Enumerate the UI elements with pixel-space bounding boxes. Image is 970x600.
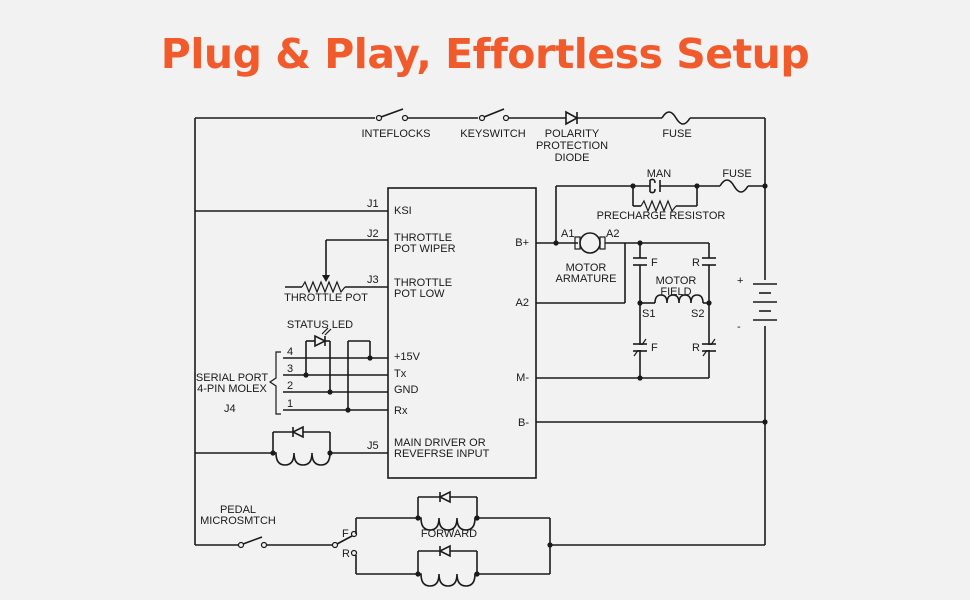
serial-port-label-2: 4-PIN MOLEX <box>197 383 267 395</box>
forward-label: FORWARD <box>421 528 477 540</box>
diode-label-3: DIODE <box>555 152 590 164</box>
pin-3-label: 3 <box>287 363 293 375</box>
interlocks-label: INTEFLOCKS <box>361 128 430 140</box>
a2-terminal-label: A2 <box>516 297 529 309</box>
forward-f-label: F <box>342 528 349 540</box>
f-upper-label: F <box>651 257 658 269</box>
tx-label: Tx <box>394 368 407 380</box>
a1-label: A1 <box>561 228 574 240</box>
main-driver-label-1: MAIN DRIVER OR <box>394 437 486 449</box>
armature-label-2: ARMATURE <box>556 273 617 285</box>
top-line-labels: INTEFLOCKS KEYSWITCH POLARITY PROTECTION… <box>361 128 691 164</box>
r-upper-label: R <box>692 257 700 269</box>
battery-plus-label: + <box>737 275 743 287</box>
diode-label-1: POLARITY <box>545 128 600 140</box>
gnd-label: GND <box>394 384 419 396</box>
pedal-label-2: MICROSMTCH <box>200 515 276 527</box>
field-label-1: MOTOR <box>656 275 697 287</box>
field-label-2: FIELD <box>660 286 691 298</box>
bottom-wiring <box>195 490 765 587</box>
motor-labels: MAN FUSE PRECHARGE RESISTOR A1 A2 MOTOR … <box>556 168 752 354</box>
page-title: Plug & Play, Effortless Setup <box>160 30 810 78</box>
f-lower-label: F <box>651 342 658 354</box>
j5-label: J5 <box>367 440 379 452</box>
b-plus-label: B+ <box>515 237 529 249</box>
throttle-wiper-label-2: POT WIPER <box>394 243 456 255</box>
b-minus-label: B- <box>518 417 529 429</box>
pin-4-label: 4 <box>287 346 293 358</box>
battery: + - <box>737 275 785 333</box>
left-labels: J1 J2 J3 J5 J4 THROTTLE POT STATUS LED S… <box>196 198 379 452</box>
armature-label-1: MOTOR <box>566 262 607 274</box>
serial-port-label-1: SERIAL PORT <box>196 372 268 384</box>
top-supply-line <box>194 108 766 545</box>
j1-label: J1 <box>367 198 379 210</box>
s1-label: S1 <box>642 308 655 320</box>
pin-2-label: 2 <box>287 380 293 392</box>
controller-labels: KSI THROTTLE POT WIPER THROTTLE POT LOW … <box>394 205 529 460</box>
s2-label: S2 <box>691 308 704 320</box>
j2-label: J2 <box>367 228 379 240</box>
a2-motor-label: A2 <box>606 228 619 240</box>
plus15-label: +15V <box>394 351 421 363</box>
left-connector-wiring <box>195 210 388 466</box>
man-label: MAN <box>647 168 672 180</box>
reverse-r-label: R <box>342 548 350 560</box>
main-driver-label-2: REVEFRSE INPUT <box>394 448 490 460</box>
pedal-label-1: PEDAL <box>220 504 256 516</box>
diode-label-2: PROTECTION <box>536 140 608 152</box>
bottom-labels: PEDAL MICROSMTCH F R FORWARD <box>200 504 477 560</box>
precharge-label: PRECHARGE RESISTOR <box>597 210 726 222</box>
throttle-low-label-2: POT LOW <box>394 288 445 300</box>
motor-fuse-label: FUSE <box>722 168 751 180</box>
battery-minus-label: - <box>737 321 741 333</box>
motor-wiring <box>536 178 768 425</box>
j4-label: J4 <box>224 403 236 415</box>
r-lower-label: R <box>692 342 700 354</box>
keyswitch-label: KEYSWITCH <box>460 128 525 140</box>
j3-label: J3 <box>367 274 379 286</box>
pin-1-label: 1 <box>287 398 293 410</box>
rx-label: Rx <box>394 405 408 417</box>
throttle-pot-label: THROTTLE POT <box>284 292 368 304</box>
fuse-label: FUSE <box>662 128 691 140</box>
ksi-label: KSI <box>394 205 412 217</box>
status-led-label: STATUS LED <box>287 319 353 331</box>
controller-box <box>387 187 537 479</box>
m-minus-label: M- <box>516 372 529 384</box>
throttle-low-label-1: THROTTLE <box>394 277 452 289</box>
throttle-wiper-label-1: THROTTLE <box>394 232 452 244</box>
